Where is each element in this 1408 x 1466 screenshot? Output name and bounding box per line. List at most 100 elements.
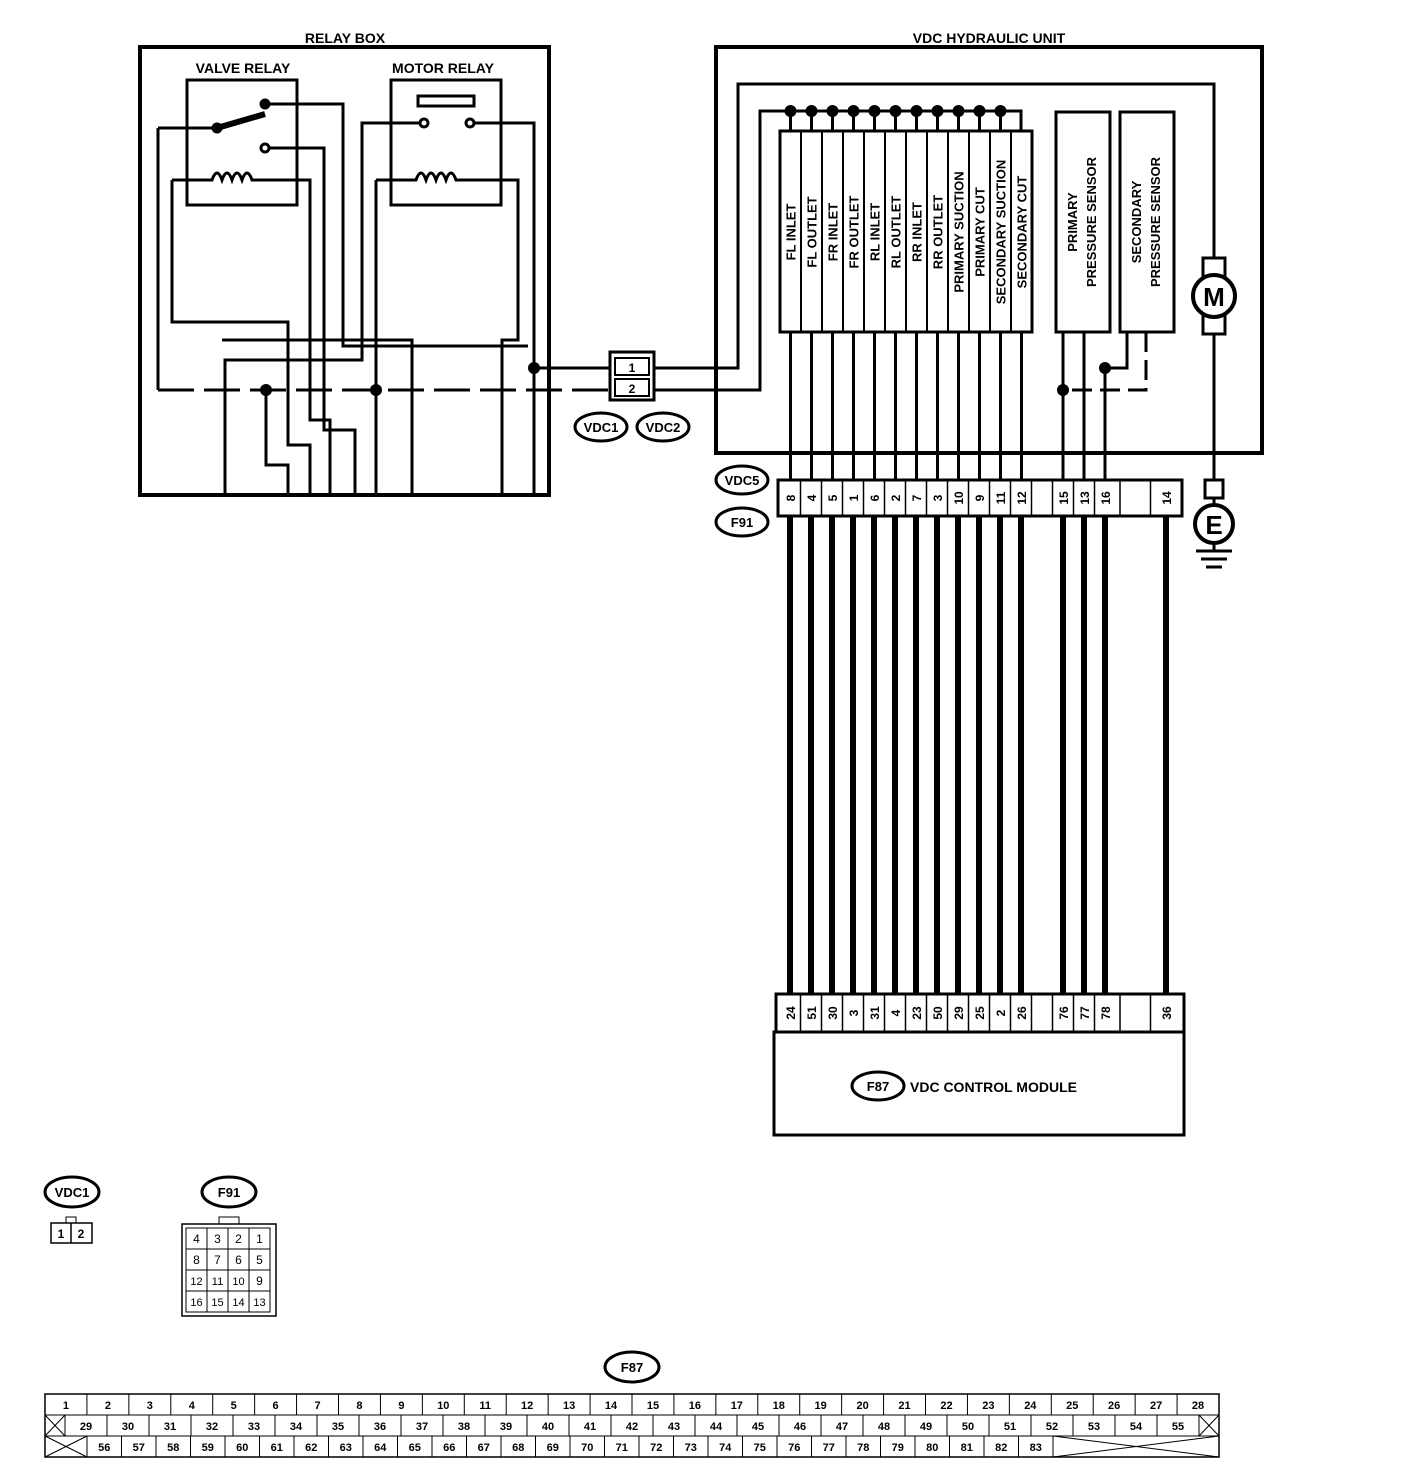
f87-pin-label: 74	[719, 1442, 732, 1454]
motor-relay-switch	[223, 94, 536, 495]
f87-pin-label: 73	[685, 1442, 697, 1454]
f87-pin-label: 36	[374, 1421, 386, 1433]
solenoid-label: PRIMARY CUT	[973, 187, 988, 277]
f87-pin-label: 13	[563, 1400, 575, 1412]
f91-pin-label: 7	[214, 1253, 221, 1267]
solenoid-label: RR INLET	[910, 202, 925, 262]
f87-pin-label: 53	[1088, 1421, 1100, 1433]
f87-pin-label: 19	[815, 1400, 827, 1412]
junction-dot	[260, 384, 272, 396]
f87-pin-label: 33	[248, 1421, 260, 1433]
f87-blank-cross	[44, 1414, 66, 1437]
legend-f91-tag: F91	[200, 1175, 258, 1209]
svg-text:VDC1: VDC1	[584, 420, 619, 435]
f87-pin-label: 77	[823, 1442, 835, 1454]
f87-pin-label: 50	[931, 1006, 945, 1020]
f87-pin-label: 16	[689, 1400, 701, 1412]
f87-pin-label: 5	[231, 1400, 237, 1412]
f87-pin-label: 15	[647, 1400, 659, 1412]
vdc5-pin-label: 2	[889, 494, 903, 501]
f87-pin-label: 80	[926, 1442, 938, 1454]
f87-pin-label: 47	[836, 1421, 848, 1433]
vdc1-vdc2-connector: 1 2	[608, 350, 656, 402]
vdc5-pin-label: 3	[931, 494, 945, 501]
f87-pin-label: 37	[416, 1421, 428, 1433]
f87-pin-label: 41	[584, 1421, 596, 1433]
legend-vdc1-tag: VDC1	[43, 1175, 101, 1209]
f87-pin-label: 68	[512, 1442, 524, 1454]
solenoid-label: FR OUTLET	[847, 195, 862, 268]
f87-pin-label: 48	[878, 1421, 890, 1433]
f87-pin-label: 83	[1030, 1442, 1042, 1454]
f87-pin-label: 39	[500, 1421, 512, 1433]
f87-pin-label: 11	[479, 1400, 491, 1412]
f91-pin-label: 5	[256, 1253, 263, 1267]
svg-text:PRESSURE SENSOR: PRESSURE SENSOR	[1084, 156, 1099, 287]
vdc-to-hu-wiring	[654, 82, 1216, 392]
f87-pin-label: 63	[340, 1442, 352, 1454]
f87-harness-connector	[774, 992, 1186, 1034]
f87-pin-label: 14	[605, 1400, 618, 1412]
f87-pin-label: 10	[437, 1400, 449, 1412]
junction-dot	[528, 362, 540, 374]
f87-pin-label: 26	[1108, 1400, 1120, 1412]
legend-f87-tag: F87	[603, 1350, 661, 1384]
f91-pin-label: 10	[232, 1276, 244, 1288]
svg-text:VDC1: VDC1	[55, 1185, 90, 1200]
solenoid-label: RL INLET	[868, 203, 883, 261]
f87-pin-label: 46	[794, 1421, 806, 1433]
sensor-wiring	[1061, 332, 1148, 482]
control-module-label: VDC CONTROL MODULE	[910, 1079, 1077, 1095]
wiring-harness: 8244515301363124723350102992511212261576…	[784, 480, 1174, 1032]
f87-pin-label: 12	[521, 1400, 533, 1412]
vdc5-pin-label: 8	[784, 494, 798, 501]
f87-pin-label: 78	[857, 1442, 869, 1454]
f91-pin-label: 9	[256, 1274, 263, 1288]
f87-pin-label: 3	[147, 1400, 153, 1412]
f87-pin-label: 25	[973, 1006, 987, 1020]
vdc2-tag: VDC2	[635, 411, 691, 443]
svg-text:2: 2	[78, 1227, 85, 1241]
f87-pin-label: 32	[206, 1421, 218, 1433]
vdc5-tag: VDC5	[714, 464, 770, 496]
f87-pin-label: 45	[752, 1421, 764, 1433]
f87-pin-label: 4	[889, 1009, 903, 1016]
f87-pin-label: 20	[856, 1400, 868, 1412]
f87-pin-label: 23	[910, 1006, 924, 1020]
f87-pin-label: 34	[290, 1421, 303, 1433]
f87-pin-label: 59	[202, 1442, 214, 1454]
f87-pin-label: 31	[164, 1421, 176, 1433]
vdc5-pin-label: 12	[1015, 491, 1029, 505]
f87-pin-label: 18	[773, 1400, 785, 1412]
f87-blank-cross	[1052, 1435, 1220, 1458]
vdc5-pin-label: 1	[847, 494, 861, 501]
pump-motor: M	[1191, 256, 1237, 480]
vdc-control-module	[772, 1030, 1186, 1137]
f91-pin-label: 14	[232, 1297, 244, 1309]
svg-text:SECONDARY: SECONDARY	[1129, 180, 1144, 263]
f87-pin-label: 4	[189, 1400, 196, 1412]
solenoid-label: SECONDARY SUCTION	[994, 160, 1009, 304]
f87-pin-label: 76	[788, 1442, 800, 1454]
svg-text:F91: F91	[731, 515, 753, 530]
junction-dot	[370, 384, 382, 396]
ground-symbol: E	[1193, 478, 1235, 569]
solenoid-label: SECONDARY CUT	[1015, 176, 1030, 289]
f87-pin-label: 77	[1078, 1006, 1092, 1020]
f87-pin-label: 24	[784, 1006, 798, 1020]
f87-pin-label: 28	[1192, 1400, 1204, 1412]
vdc5-pin-label: 14	[1160, 491, 1174, 505]
f87-pin-label: 31	[868, 1006, 882, 1020]
f87-pin-label: 7	[314, 1400, 320, 1412]
legend-vdc1-connector: 1 2	[50, 1216, 93, 1244]
vdc5-pin-label: 9	[973, 494, 987, 501]
solenoid-label: PRIMARY SUCTION	[952, 171, 967, 292]
svg-text:PRESSURE SENSOR: PRESSURE SENSOR	[1148, 156, 1163, 287]
vdc5-pin-label: 16	[1099, 491, 1113, 505]
f87-pin-label: 81	[961, 1442, 973, 1454]
vdc1-tag: VDC1	[573, 411, 629, 443]
f87-pin-label: 65	[409, 1442, 421, 1454]
f91-pin-label: 6	[235, 1253, 242, 1267]
f87-pin-label: 24	[1024, 1400, 1037, 1412]
